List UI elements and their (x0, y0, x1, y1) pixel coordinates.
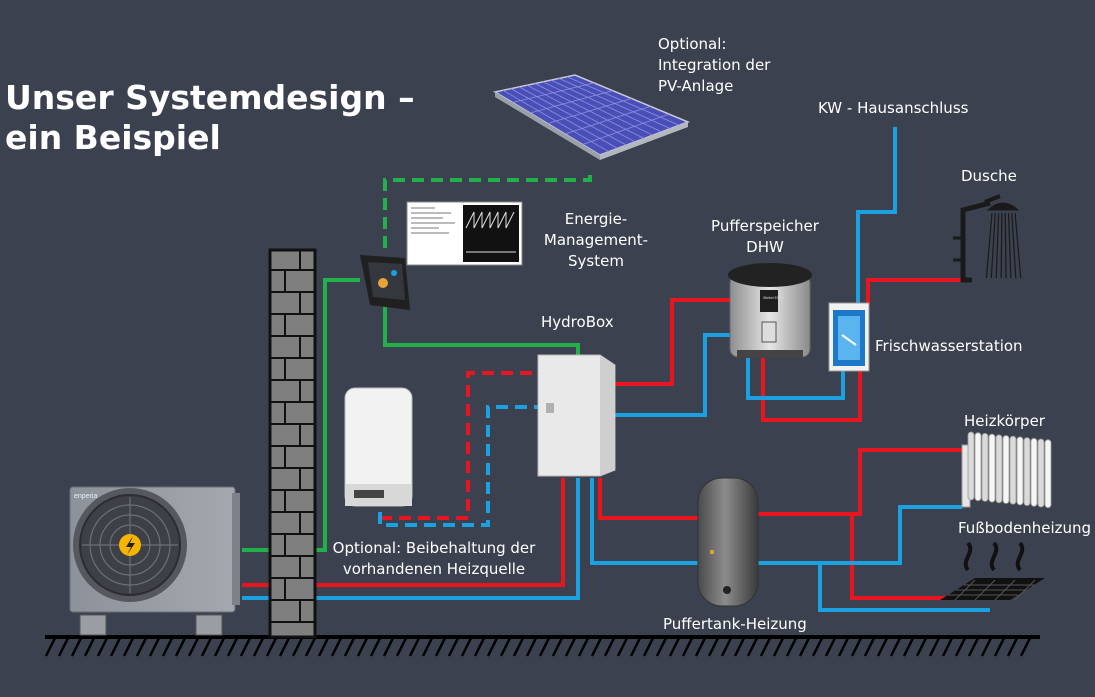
floor-flow-pipe (850, 514, 948, 600)
title-line-1: Unser Systemdesign – (5, 78, 415, 117)
shower (953, 194, 1022, 283)
boiler-label: Optional: Beibehaltung der vorhandenen H… (332, 539, 536, 578)
buffer-return-pipe (590, 478, 698, 565)
boiler-flow-pipe (380, 371, 538, 520)
hydrobox-dhw-return-pipe (615, 333, 735, 417)
page-title: Unser Systemdesign – ein Beispiel (5, 78, 415, 158)
ems-controller (360, 255, 410, 310)
wall (268, 248, 317, 639)
heatpump-flow-pipe (242, 478, 565, 587)
floor-label: Fußbodenheizung (958, 519, 1092, 537)
pipes (242, 127, 990, 612)
dhw-cold-pipe (746, 352, 845, 400)
floor-return-pipe (818, 563, 990, 612)
pv-label: Optional: Integration der PV-Anlage (658, 35, 771, 95)
boiler-return-pipe (378, 405, 538, 527)
kw-label: KW - Hausanschluss (818, 99, 969, 117)
ems-screen (406, 201, 523, 266)
buffer-label: Puffertank-Heizung (663, 615, 807, 633)
heat-pump (69, 486, 240, 636)
title-line-2: ein Beispiel (5, 118, 221, 157)
dhw-tank-brand: Stiebel Eltron (763, 296, 784, 300)
pv-data-line (383, 175, 592, 255)
pv-panel (492, 74, 691, 160)
cold-water-mains-pipe (856, 127, 897, 303)
floor-heating (940, 541, 1045, 601)
buffer-tank (697, 477, 759, 607)
freshwater-station (828, 302, 870, 372)
dhw-tank (728, 263, 812, 358)
hydrobox-dhw-flow-pipe (615, 298, 730, 386)
radiator-flow-pipe (756, 448, 962, 516)
shower-label: Dusche (961, 167, 1017, 185)
radiator-label: Heizkörper (964, 412, 1045, 430)
dhw-return-pipe (761, 355, 862, 422)
hydrobox (537, 354, 616, 477)
ems-hydrobox-line (383, 305, 580, 355)
boiler (344, 387, 413, 507)
radiator (961, 431, 1052, 509)
hydrobox-label: HydroBox (541, 313, 614, 331)
ems-label: Energie- Management- System (543, 210, 649, 270)
ground (44, 635, 1040, 657)
freshwater-label: Frischwasserstation (875, 337, 1023, 355)
heatpump-brand: enperia (74, 493, 97, 500)
radiator-return-pipe (756, 505, 962, 565)
buffer-flow-pipe (598, 478, 698, 520)
heatpump-return-pipe (242, 478, 580, 600)
shower-supply-pipe (866, 278, 972, 305)
dhw-label: Pufferspeicher DHW (711, 217, 819, 256)
